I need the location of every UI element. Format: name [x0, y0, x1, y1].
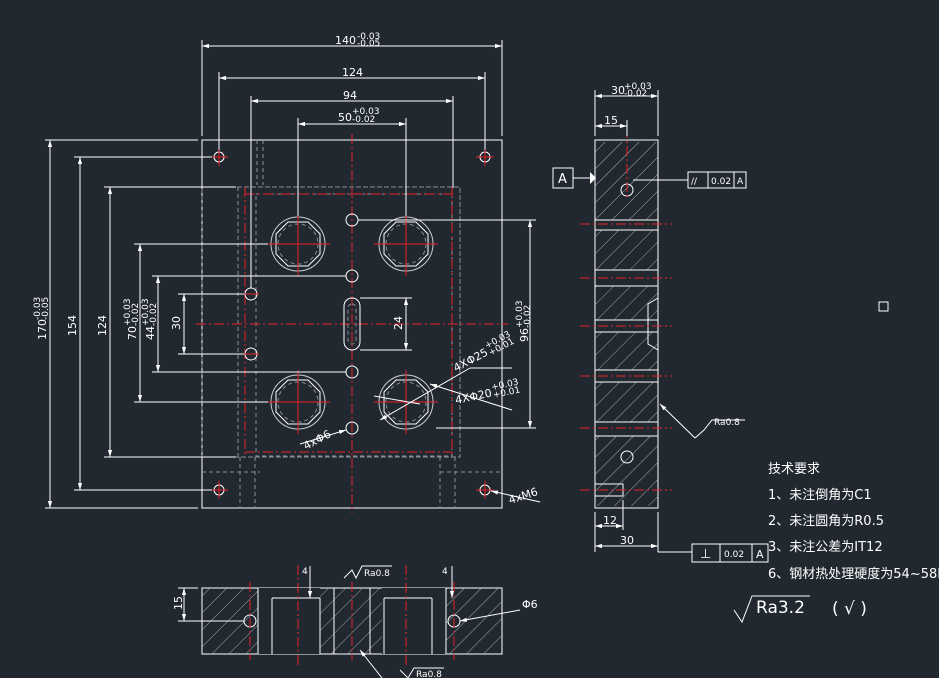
svg-text:-0.05: -0.05 [357, 39, 380, 49]
svg-text:-0.02: -0.02 [149, 303, 159, 326]
note-2: 2、未注圆角为R0.5 [768, 514, 884, 529]
marker-square [878, 301, 889, 312]
note-4: 6、钢材热处理硬度为54~58HR [768, 566, 939, 582]
side-view [552, 90, 769, 563]
dim-170: 170 [36, 319, 49, 340]
hole-leaders [299, 367, 541, 503]
roughness-side: Ra0.8 [714, 418, 740, 428]
note-3: 3、未注公差为IT12 [768, 540, 883, 555]
dim-154: 154 [66, 315, 79, 336]
svg-text:A: A [756, 548, 764, 561]
technical-notes: 技术要求 1、未注倒角为C1 2、未注圆角为R0.5 3、未注公差为IT12 6… [768, 462, 939, 582]
dim-50: 50 [338, 111, 352, 124]
left-dimensions [45, 139, 346, 509]
dim-bottom-phi6: Φ6 [522, 598, 538, 611]
center-slot [343, 297, 361, 351]
svg-text:-0.02: -0.02 [131, 303, 141, 326]
svg-text:A: A [737, 177, 744, 187]
corner-holes [210, 148, 494, 499]
front-view [45, 40, 541, 513]
dim-30: 30 [170, 316, 183, 330]
dim-side-15: 15 [604, 114, 618, 127]
datum-label: A [558, 172, 567, 187]
dim-side-30: 30 [611, 84, 625, 97]
dim-124: 124 [342, 66, 363, 79]
svg-text:0.02: 0.02 [711, 177, 731, 187]
svg-text:0.02: 0.02 [724, 550, 744, 560]
dim-44: 44 [144, 326, 157, 340]
outer-pocket-hidden [201, 186, 461, 458]
callout-6: 4xΦ6 [301, 427, 333, 452]
roughness-paren: ( √ ) [832, 599, 867, 619]
svg-text:+0.03: +0.03 [123, 298, 133, 326]
svg-text:-0.03: -0.03 [357, 32, 380, 42]
bottom-view [178, 565, 521, 678]
svg-text:+0.03: +0.03 [352, 107, 380, 117]
dim-124-v: 124 [96, 315, 109, 336]
svg-text:+0.03: +0.03 [624, 82, 652, 92]
roughness-bottom-low: Ra0.8 [416, 670, 442, 678]
dim-side-bottom-30: 30 [620, 534, 634, 547]
roughness-general: Ra3.2 [756, 598, 805, 618]
side-dim-text: 30 +0.03 -0.02 15 12 30 A // 0.02 A ⊥ 0.… [558, 82, 764, 562]
right-dimensions [358, 219, 536, 429]
parallelism-frame [687, 171, 747, 189]
svg-text:-0.02: -0.02 [523, 305, 533, 328]
dim-140: 140 [335, 34, 356, 47]
dim-96: 96 [518, 328, 531, 342]
small-holes [243, 213, 359, 435]
notes-title: 技术要求 [768, 462, 820, 477]
callout-m6: 4xM6 [507, 485, 540, 507]
svg-text://: // [691, 177, 698, 187]
svg-text:+0.03: +0.03 [141, 298, 151, 326]
dim-side-12: 12 [603, 514, 617, 527]
svg-text:-0.03: -0.03 [33, 297, 43, 320]
svg-text:-0.02: -0.02 [352, 115, 375, 125]
dim-70: 70 [126, 326, 139, 340]
dim-94: 94 [343, 89, 357, 102]
bottom-dim-text: 15 4 4 Φ6 Ra0.8 Ra0.8 [172, 567, 538, 678]
svg-text:+0.03: +0.03 [515, 300, 525, 328]
note-1: 1、未注倒角为C1 [768, 488, 872, 503]
top-dimensions [201, 40, 503, 288]
dim-bottom-4b: 4 [442, 567, 448, 577]
general-roughness: Ra3.2 ( √ ) [733, 595, 867, 624]
dim-24: 24 [392, 316, 405, 330]
dim-bottom-4a: 4 [302, 567, 308, 577]
perpendicularity-frame [691, 543, 769, 563]
callout-20: 4XΦ20 [454, 386, 493, 406]
roughness-bottom-top: Ra0.8 [364, 569, 390, 579]
svg-text:-0.05: -0.05 [41, 297, 51, 320]
svg-text:-0.02: -0.02 [624, 89, 647, 99]
callout-25: 4XΦ25 [451, 346, 490, 375]
front-dim-text: 140 -0.03 -0.05 124 94 50 +0.03 -0.02 17… [33, 32, 539, 507]
dim-bottom-15: 15 [172, 596, 185, 610]
side-outline [594, 139, 659, 509]
inner-pocket-hidden [237, 186, 461, 458]
svg-text:⊥: ⊥ [700, 547, 711, 562]
